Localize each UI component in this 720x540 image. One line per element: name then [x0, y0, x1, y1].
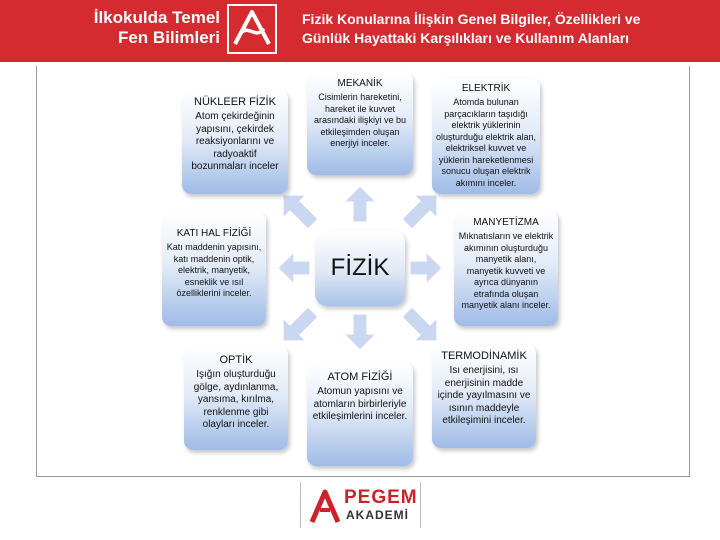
- arrow-down-icon: [342, 313, 378, 351]
- series-title: İlkokulda Temel Fen Bilimleri: [92, 8, 220, 48]
- box-manyetizma-desc: Mıknatısların ve elektrik akımının oluşt…: [458, 231, 554, 310]
- box-termodinamik-title: TERMODİNAMİK: [441, 350, 527, 362]
- box-optik-title: OPTİK: [219, 354, 253, 366]
- box-atom-desc: Atomun yapısını ve atomların birbirleriy…: [312, 386, 408, 422]
- box-manyetizma-title: MANYETİZMA: [473, 217, 539, 228]
- footer-divider-left: [300, 482, 301, 528]
- box-elektrik-desc: Atomda bulunan parçacıkların taşıdığı el…: [435, 97, 537, 188]
- box-optik: OPTİK Işığın oluşturduğu gölge, aydınlan…: [184, 346, 288, 450]
- box-nukleer-desc: Atom çekirdeğinin yapısını, çekirdek rea…: [191, 111, 279, 172]
- arrow-down-right-icon: [401, 306, 438, 342]
- box-termodinamik: TERMODİNAMİK Isı enerjisini, ısı enerjis…: [432, 344, 536, 448]
- series-title-line1: İlkokulda Temel: [93, 8, 220, 27]
- box-termodinamik-desc: Isı enerjisini, ısı enerjisinin madde iç…: [437, 365, 531, 426]
- box-nukleer: NÜKLEER FİZİK Atom çekirdeğinin yapısını…: [182, 90, 288, 194]
- arrow-up-icon: [342, 185, 378, 223]
- box-elektrik-title: ELEKTRİK: [461, 83, 511, 94]
- content-frame: [36, 66, 690, 477]
- arrow-right-icon: [409, 250, 443, 286]
- box-mekanik-title: MEKANİK: [337, 78, 383, 89]
- page-title: Fizik Konularına İlişkin Genel Bilgiler,…: [302, 10, 712, 48]
- page-title-line2: Günlük Hayattaki Karşılıkları ve Kullanı…: [302, 30, 630, 46]
- arrow-up-left-icon: [282, 194, 319, 230]
- brand-name: PEGEM: [344, 487, 418, 508]
- box-elektrik: ELEKTRİK Atomda bulunan parçacıkların ta…: [432, 78, 540, 194]
- box-nukleer-title: NÜKLEER FİZİK: [194, 96, 276, 108]
- arrow-left-icon: [277, 250, 311, 286]
- book-logo-icon: [227, 4, 277, 54]
- box-katihal-title: KATI HAL FİZİĞİ: [176, 228, 252, 239]
- box-mekanik: MEKANİK Cisimlerin hareketini, hareket i…: [307, 72, 413, 175]
- brand-subname: AKADEMİ: [346, 508, 409, 522]
- box-atom: ATOM FİZİĞİ Atomun yapısını ve atomların…: [307, 362, 413, 466]
- footer-divider-right: [420, 482, 421, 528]
- box-manyetizma: MANYETİZMA Mıknatısların ve elektrik akı…: [454, 210, 558, 326]
- page-title-line1: Fizik Konularına İlişkin Genel Bilgiler,…: [302, 11, 641, 27]
- box-katihal: KATI HAL FİZİĞİ Katı maddenin yapısını, …: [162, 212, 266, 326]
- pegem-logo-icon: [309, 489, 341, 523]
- box-optik-desc: Işığın oluşturduğu gölge, aydınlanma, ya…: [193, 369, 279, 430]
- series-title-line2: Fen Bilimleri: [117, 28, 220, 47]
- box-mekanik-desc: Cisimlerin hareketini, hareket ile kuvve…: [313, 92, 407, 148]
- center-fizik: FİZİK: [315, 230, 405, 306]
- header-banner: İlkokulda Temel Fen Bilimleri Fizik Konu…: [0, 0, 720, 62]
- box-atom-title: ATOM FİZİĞİ: [327, 371, 393, 383]
- arrow-down-left-icon: [282, 306, 319, 342]
- box-katihal-desc: Katı maddenin yapısını, katı maddenin op…: [166, 242, 262, 298]
- center-fizik-label: FİZİK: [330, 254, 390, 281]
- arrow-up-right-icon: [401, 194, 438, 230]
